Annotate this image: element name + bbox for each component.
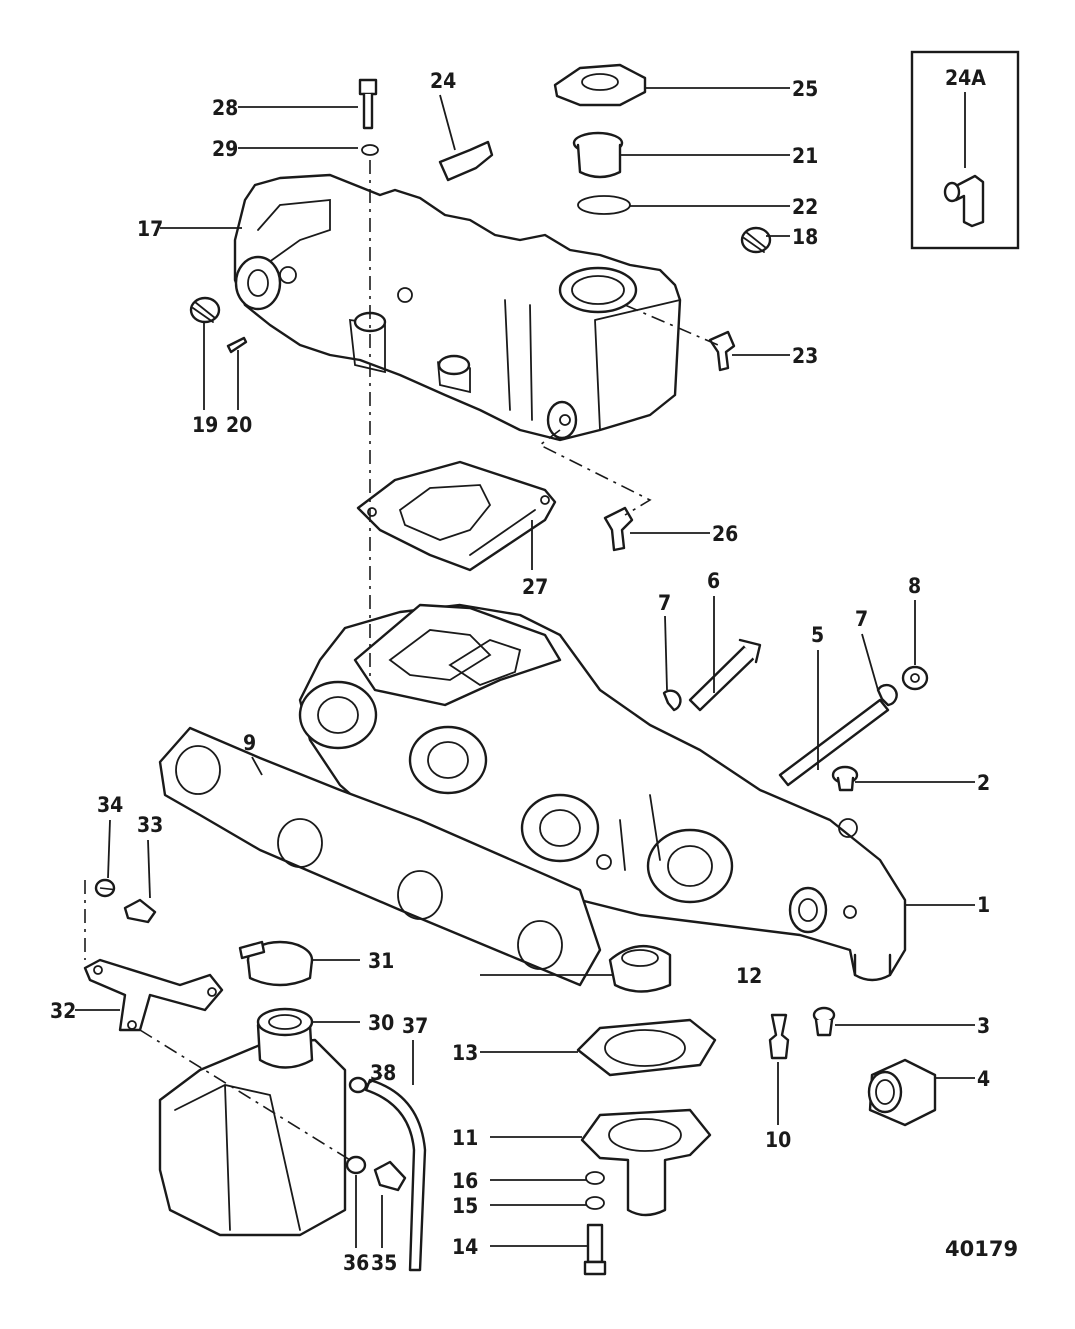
callout-33: 33 (137, 813, 163, 837)
elbow-gasket (356, 460, 557, 572)
callout-8: 8 (908, 574, 921, 598)
callout-2: 2 (977, 771, 990, 795)
hose-37 (364, 1078, 427, 1272)
washer-7a (662, 689, 682, 712)
callout-labels: 1 2 3 4 5 6 7 7 8 9 10 11 12 13 14 15 16… (50, 66, 990, 1275)
callout-26: 26 (712, 522, 738, 546)
washer-36 (345, 1155, 367, 1175)
callout-6: 6 (707, 569, 720, 593)
plug-19 (189, 296, 221, 324)
thermostat-12 (608, 944, 672, 993)
callout-7a: 7 (658, 591, 671, 615)
callout-19: 19 (192, 413, 218, 437)
reservoir-30 (158, 1007, 347, 1237)
inset-24a (910, 50, 1020, 250)
callout-1: 1 (977, 893, 990, 917)
bolt-35 (373, 1160, 407, 1192)
callout-32: 32 (50, 999, 76, 1023)
callout-11: 11 (452, 1126, 478, 1150)
callout-22: 22 (792, 195, 818, 219)
cap-31 (238, 940, 314, 987)
callout-15: 15 (452, 1194, 478, 1218)
callout-34: 34 (97, 793, 123, 817)
bracket-32 (83, 958, 224, 1032)
callout-14: 14 (452, 1235, 478, 1259)
manifold-gasket (158, 726, 602, 987)
assembly-lines (84, 160, 719, 1161)
stud-6 (688, 638, 762, 712)
screw-20 (226, 336, 248, 354)
gasket-13 (576, 1018, 717, 1077)
callout-13: 13 (452, 1041, 478, 1065)
callout-35: 35 (371, 1251, 397, 1275)
callout-27: 27 (522, 575, 548, 599)
callout-5: 5 (811, 623, 824, 647)
callout-20: 20 (226, 413, 252, 437)
callout-12: 12 (736, 964, 762, 988)
callout-28: 28 (212, 96, 238, 120)
callout-31: 31 (368, 949, 394, 973)
fitting-23 (708, 330, 736, 372)
washer-29 (361, 144, 379, 156)
callout-30: 30 (368, 1011, 394, 1035)
washer-15 (585, 1196, 605, 1210)
callout-38: 38 (370, 1061, 396, 1085)
exhaust-elbow (233, 173, 682, 442)
plug-3 (812, 1006, 836, 1037)
callout-25: 25 (792, 77, 818, 101)
callout-10: 10 (765, 1128, 791, 1152)
callout-29: 29 (212, 137, 238, 161)
bolt-14 (583, 1223, 607, 1276)
sensor-10 (768, 1013, 790, 1060)
callout-21: 21 (792, 144, 818, 168)
callout-4: 4 (977, 1067, 990, 1091)
manifold-port-1 (298, 680, 378, 750)
callout-24a: 24A (945, 66, 986, 90)
callout-18: 18 (792, 225, 818, 249)
clamp-38 (348, 1076, 368, 1094)
plug-18 (740, 226, 772, 254)
hose-4 (867, 1058, 937, 1127)
callout-7b: 7 (855, 607, 868, 631)
manifold-port-4 (646, 828, 734, 904)
callout-24: 24 (430, 69, 456, 93)
o-ring-22 (577, 195, 631, 215)
cap-25 (553, 63, 647, 107)
washer-7b (876, 683, 898, 707)
fitting-21 (572, 131, 624, 179)
callout-3: 3 (977, 1014, 990, 1038)
callout-23: 23 (792, 344, 818, 368)
nut-8 (901, 665, 929, 691)
fitting-26 (603, 506, 634, 552)
manifold-port-2 (408, 725, 488, 795)
thermostat-housing-11 (580, 1108, 712, 1217)
manifold-port-3 (520, 793, 600, 863)
callout-9: 9 (243, 731, 256, 755)
callout-37: 37 (402, 1014, 428, 1038)
plug-2 (831, 765, 859, 792)
callout-17: 17 (137, 217, 163, 241)
figure-number: 40179 (945, 1237, 1018, 1261)
stud-5 (778, 698, 890, 787)
washer-16 (585, 1171, 605, 1185)
leader-lines (75, 87, 975, 1248)
bolt-28 (358, 78, 378, 130)
callout-16: 16 (452, 1169, 478, 1193)
callout-36: 36 (343, 1251, 369, 1275)
fitting-24 (438, 140, 494, 182)
exhaust-manifold (298, 603, 907, 982)
bolt-33 (123, 898, 157, 924)
